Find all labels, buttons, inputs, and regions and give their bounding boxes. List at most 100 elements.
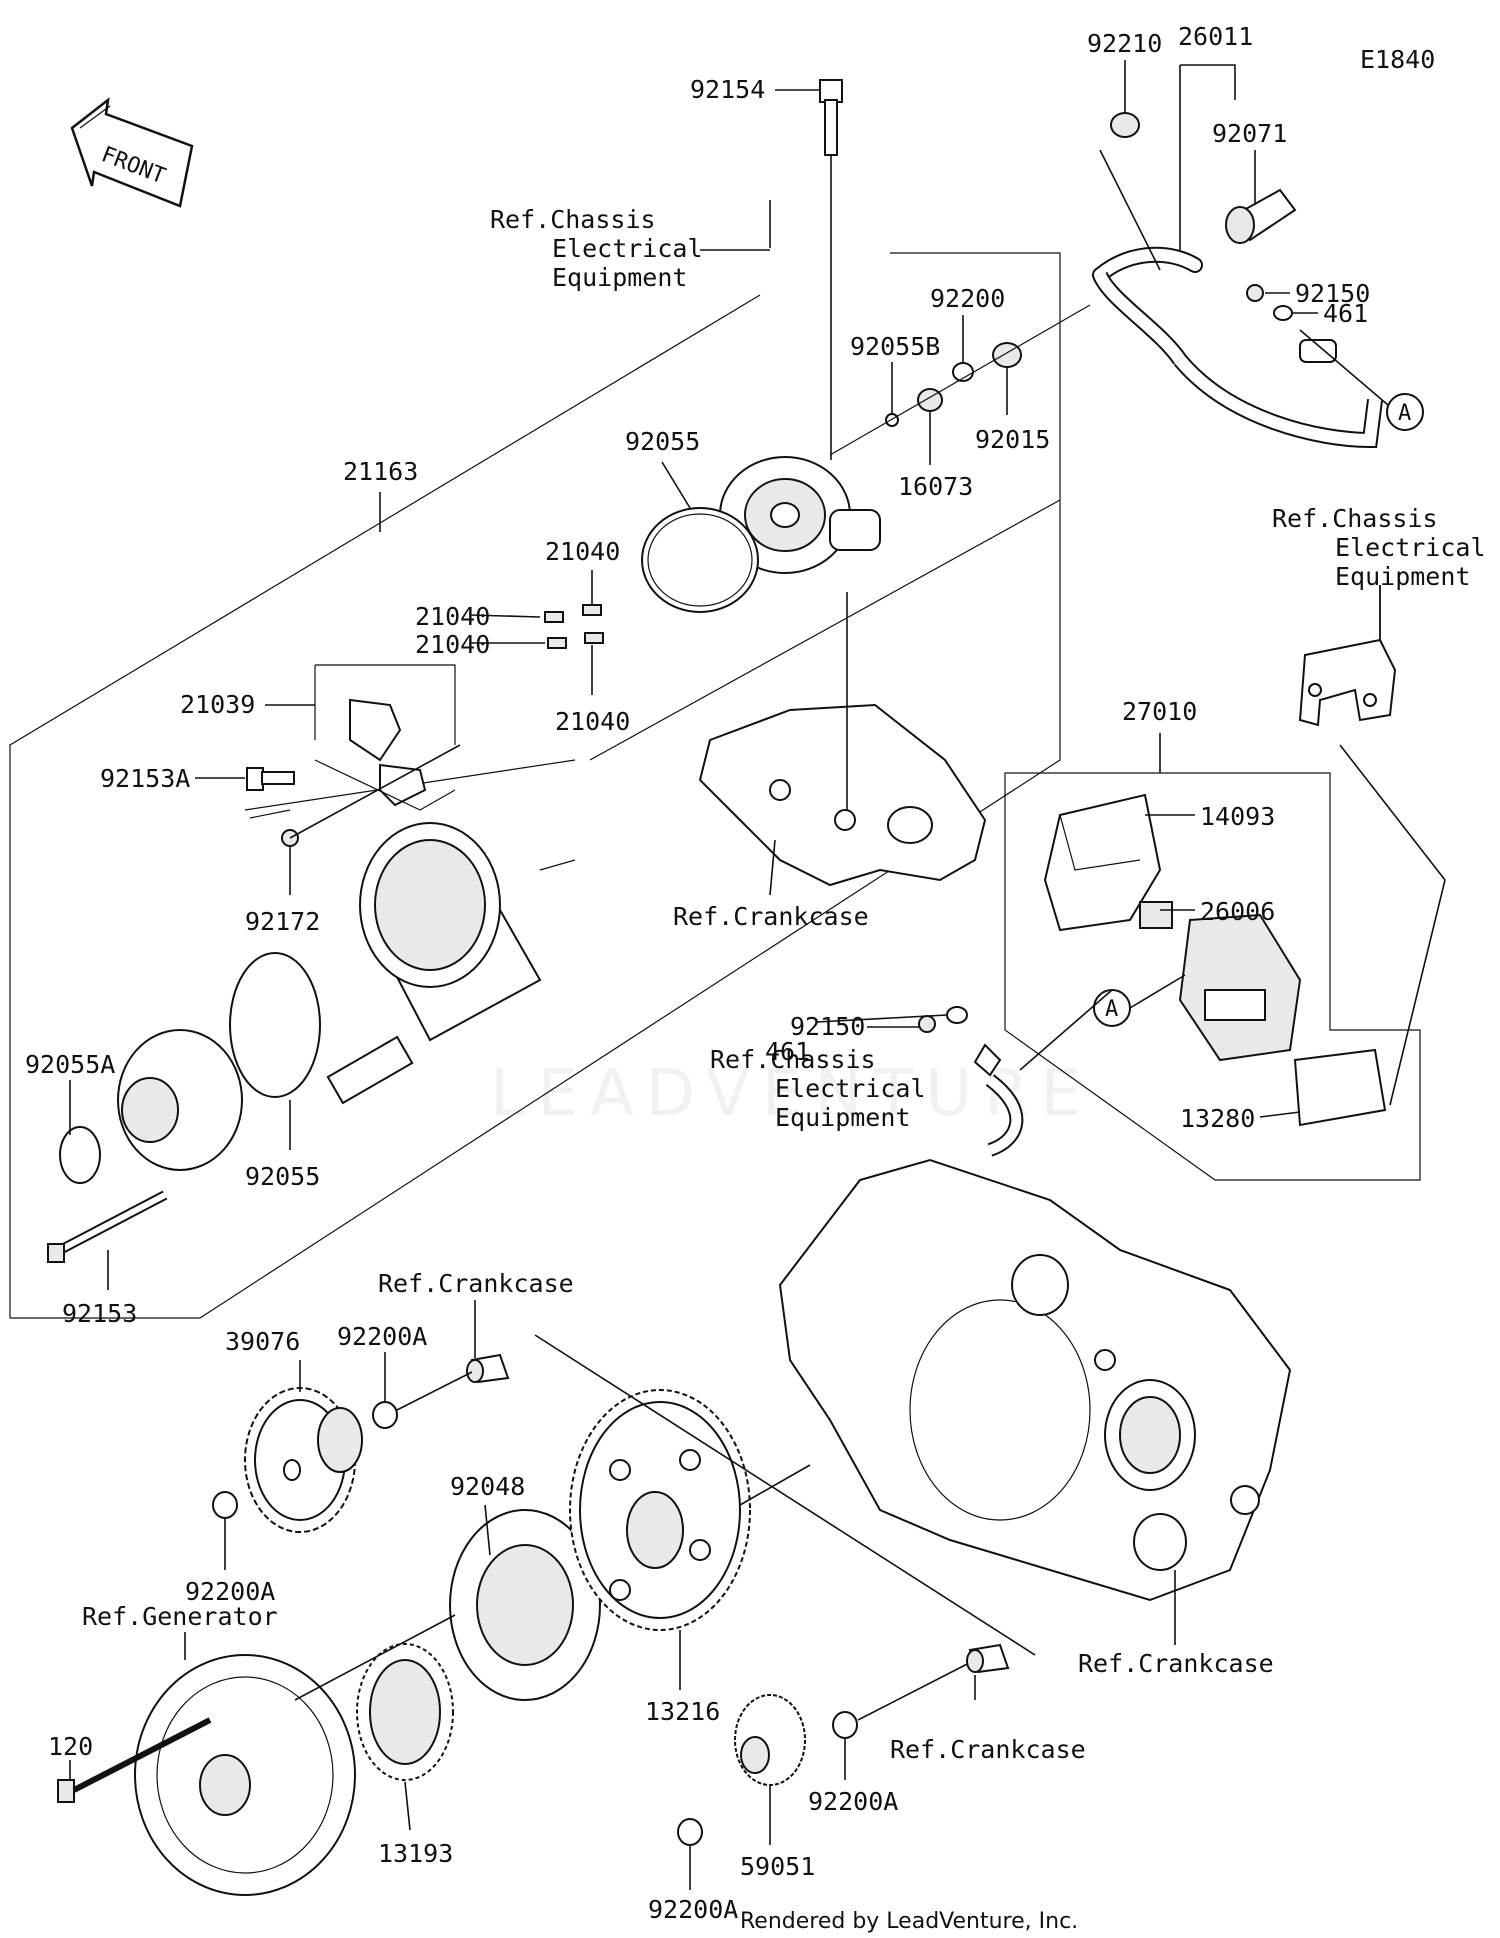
o-ring-92055A [59,1126,101,1184]
ref-chassis-right-line3: Equipment [1335,562,1470,591]
relay-group-frame [1004,772,1421,1181]
label-92055-top: 92055 [625,427,700,456]
fuse-26006 [1139,901,1173,929]
gear-59051 [734,1694,806,1786]
bolt-92154 [819,79,843,460]
gear-13216 [569,1389,751,1631]
spring-21040-a [544,611,564,623]
starter-front-cover [117,1029,243,1171]
boot-92071 [1225,188,1297,244]
ref-crankcase-right: Ref.Crankcase [1078,1649,1274,1678]
label-461-top: 461 [1323,299,1368,328]
label-92055B: 92055B [850,332,940,361]
ref-chassis-mid-line1: Ref.Chassis [710,1045,876,1074]
washer-92200A-a [372,1401,398,1429]
label-14093: 14093 [1200,802,1275,831]
washer-92055B [885,413,899,427]
starter-motor [326,822,542,1105]
bolt-92150-top [1246,284,1264,302]
ref-chassis-right-line1: Ref.Chassis [1272,504,1438,533]
callout-a-top-letter: A [1398,401,1411,426]
label-92153: 92153 [62,1299,137,1328]
starter-relay [1178,913,1302,1062]
ref-chassis-mid-line3: Equipment [775,1103,910,1132]
spring-21040-d [584,632,604,644]
label-26006: 26006 [1200,897,1275,926]
label-461-mid: 461 [765,1037,810,1066]
nut-92210 [1110,112,1140,138]
crankcase-main [778,1158,1292,1602]
label-92210: 92210 [1087,29,1162,58]
ref-chassis-top-line3: Equipment [552,263,687,292]
ref-chassis-mid-line2: Electrical [775,1074,926,1103]
washer-461-mid [946,1006,968,1024]
starter-cable-26011 [1092,246,1383,449]
label-26011: 26011 [1178,22,1253,51]
ref-chassis-top-line1: Ref.Chassis [490,205,656,234]
footer-credit: Rendered by LeadVenture, Inc. [740,1909,1078,1934]
spring-21040-b [582,604,602,616]
starter-group-frame [10,252,1061,1319]
diagram-code: E1840 [1360,45,1435,74]
screw-92153A [246,767,295,791]
ref-chassis-top-line2: Electrical [552,234,703,263]
label-92154: 92154 [690,75,765,104]
label-92172: 92172 [245,907,320,936]
front-arrow-icon: FRONT [70,97,194,208]
bolt-92150-mid [918,1015,936,1033]
label-92200A-a: 92200A [337,1322,427,1351]
cable-end-mid [973,1043,1024,1157]
label-92055A: 92055A [25,1050,115,1079]
label-92055-mid: 92055 [245,1162,320,1191]
label-92071: 92071 [1212,119,1287,148]
ref-crankcase-upper: Ref.Crankcase [378,1269,574,1298]
label-21040-a: 21040 [545,537,620,566]
ref-crankcase-mid: Ref.Crankcase [673,902,869,931]
bearing-13193 [356,1643,454,1781]
washer-92200A-b [212,1491,238,1519]
label-92153A: 92153A [100,764,190,793]
ref-generator: Ref.Generator [82,1602,278,1631]
relay-cover-14093 [1043,793,1162,932]
gear-39076 [244,1387,363,1533]
bolt-120 [57,1717,212,1803]
bolt-92153 [47,1190,168,1263]
label-92200A-b: 92200A [185,1577,275,1606]
washer-92200A-d [832,1711,858,1739]
label-92150-top: 92150 [1295,279,1370,308]
label-120: 120 [48,1732,93,1761]
collar-upper [466,1353,510,1384]
holder-13280 [1293,1048,1387,1127]
label-21039: 21039 [180,690,255,719]
collar-bottom [966,1643,1010,1674]
washer-461-top [1273,305,1293,321]
o-ring-92055-top [641,507,759,613]
one-way-clutch-92048 [449,1509,601,1701]
relay-bracket [1298,638,1397,727]
label-21040-c: 21040 [415,630,490,659]
callout-a-mid-letter: A [1105,997,1118,1022]
ref-crankcase-bottom: Ref.Crankcase [890,1735,1086,1764]
label-92200A-d: 92200A [808,1787,898,1816]
label-13280: 13280 [1180,1104,1255,1133]
label-39076: 39076 [225,1327,300,1356]
label-92015: 92015 [975,425,1050,454]
label-21040-b: 21040 [415,602,490,631]
label-21163: 21163 [343,457,418,486]
label-59051: 59051 [740,1852,815,1881]
generator-flywheel [134,1654,356,1896]
label-92200A-c: 92200A [648,1895,738,1924]
label-92150-mid: 92150 [790,1012,865,1041]
label-21040-d: 21040 [555,707,630,736]
crankcase-section-mid [698,703,987,887]
label-92048: 92048 [450,1472,525,1501]
label-92200: 92200 [930,284,1005,313]
washer-92200A-c [677,1818,703,1846]
spring-21040-c [547,637,567,649]
o-ring-92055-mid [229,952,321,1098]
ref-chassis-right-line2: Electrical [1335,533,1486,562]
label-13216: 13216 [645,1697,720,1726]
callout-a-top [1386,393,1424,431]
label-13193: 13193 [378,1839,453,1868]
